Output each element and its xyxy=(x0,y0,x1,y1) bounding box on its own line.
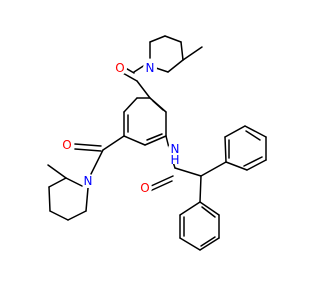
bond-ring-to-nh xyxy=(165,135,170,149)
atom-o-left: O xyxy=(60,138,74,152)
atom-n-left-label: N xyxy=(84,174,93,188)
bond-lower-ph-d3 xyxy=(201,206,216,218)
atom-nh-label: N xyxy=(171,142,180,156)
bond-layer xyxy=(47,35,267,251)
bond-pip-left-6 xyxy=(85,187,89,212)
bond-amide-to-ch xyxy=(174,167,202,177)
bond-pip-left-3 xyxy=(48,186,51,212)
bond-amide-carbonyl-double xyxy=(150,175,174,187)
bond-lower-ph-1 xyxy=(179,201,201,216)
atom-n-top-label: N xyxy=(146,61,155,75)
bond-pip-top-2 xyxy=(149,35,166,43)
bond-ring-d xyxy=(144,135,167,146)
bond-lower-ph-4 xyxy=(199,237,220,251)
bond-pip-top-3 xyxy=(164,35,182,43)
molecule-structure: O N O N N H O xyxy=(47,35,267,251)
atom-o-top-label: O xyxy=(115,61,124,75)
bond-lower-ph-6 xyxy=(199,201,220,216)
bond-pip-left-5 xyxy=(67,210,87,221)
bond-ring-g xyxy=(123,97,138,113)
bond-upper-ph-d2 xyxy=(245,130,261,141)
bond-ring-a xyxy=(136,80,151,99)
bond-ch-to-lower-ph xyxy=(199,175,202,203)
atom-o-amide: O xyxy=(138,181,152,195)
bond-methyl-left xyxy=(47,164,67,179)
bond-ch-to-upper-ph xyxy=(200,161,227,177)
bond-left-carbonyl-double-2 xyxy=(74,148,102,152)
bond-ring-d-double xyxy=(146,133,163,141)
atom-n-top: N xyxy=(143,61,157,75)
bond-methyl-top xyxy=(182,46,203,61)
bond-left-carbonyl-double xyxy=(74,143,102,147)
bond-lower-ph-3 xyxy=(179,237,201,251)
bond-upper-ph-d1 xyxy=(243,156,263,167)
bond-pip-top-5 xyxy=(167,59,184,73)
atom-nh-amide: N H xyxy=(168,142,182,167)
atom-n-left: N xyxy=(81,174,95,188)
bond-ring-to-left-carbonyl xyxy=(102,135,125,151)
bond-ring-b-double xyxy=(152,100,164,111)
bond-left-carbonyl-to-n xyxy=(90,149,104,175)
atom-nh-hydrogen-label: H xyxy=(170,153,179,167)
atom-o-top: O xyxy=(113,61,127,75)
bond-pip-top-6 xyxy=(155,67,169,73)
atom-o-left-label: O xyxy=(62,138,71,152)
bond-upper-ph-6 xyxy=(224,136,227,163)
bond-lower-ph-d2 xyxy=(200,236,216,247)
bond-upper-ph-4 xyxy=(244,125,267,138)
bond-pip-left-4 xyxy=(49,210,69,221)
bond-upper-ph-5 xyxy=(224,125,246,138)
bond-pip-left-1 xyxy=(65,177,83,187)
bond-ring-e xyxy=(123,135,146,146)
bond-upper-ph-1 xyxy=(225,161,248,171)
bond-amide-carbonyl-double-2 xyxy=(149,180,173,192)
bond-pip-top-4 xyxy=(180,41,184,61)
bond-pip-left-2 xyxy=(48,177,67,188)
atom-o-amide-label: O xyxy=(140,181,149,195)
bond-upper-ph-2 xyxy=(246,159,267,171)
